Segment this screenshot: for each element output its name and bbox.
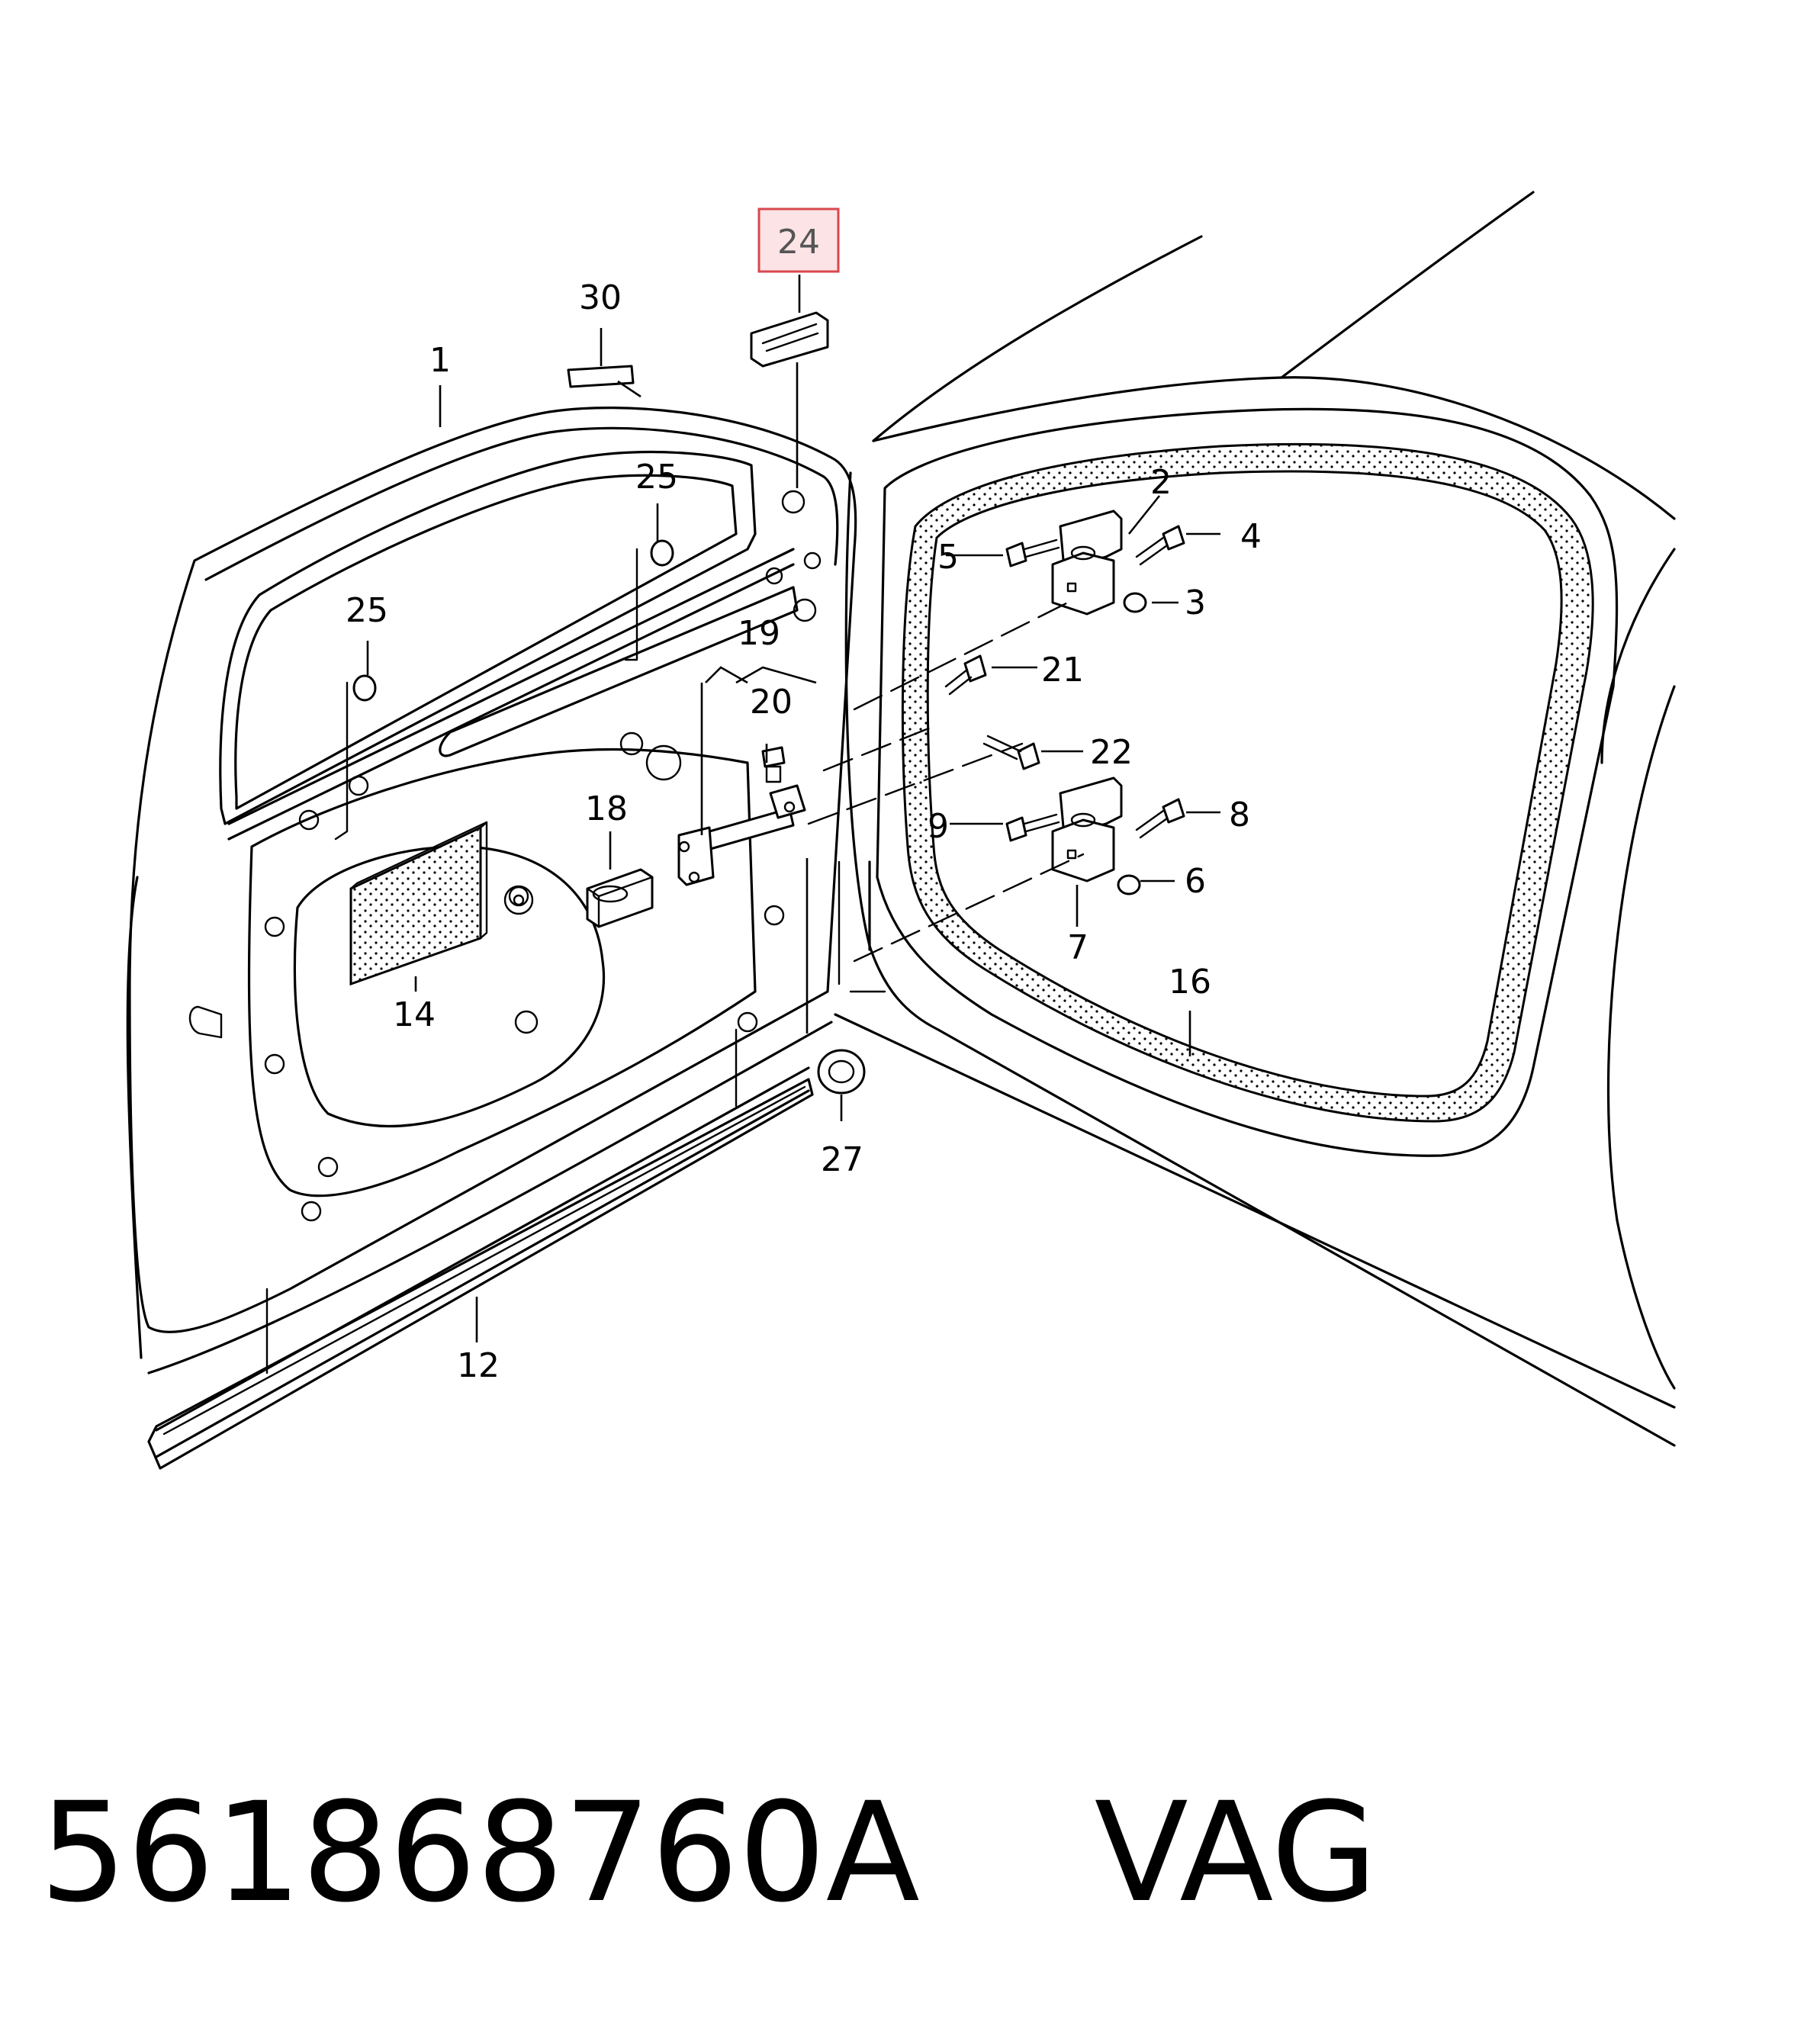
door-shell-1 [126,407,857,1458]
callout-7[interactable]: 7 [1067,928,1088,967]
grommet-27 [817,1049,866,1095]
door-opening-frame [834,407,1676,1447]
callout-1[interactable]: 1 [429,341,451,380]
callout-25-upper[interactable]: 25 [635,458,678,497]
vehicle-body-outline [872,191,1676,1390]
label-30 [567,365,635,388]
hinge-bracket-18 [586,868,654,928]
callout-22[interactable]: 22 [1090,733,1133,772]
brand-name: VAG [1094,1773,1378,1933]
callout-18[interactable]: 18 [585,789,628,828]
bolt-4 [1135,525,1185,566]
door-check-assembly [677,746,806,886]
callout-25-lower[interactable]: 25 [346,591,388,630]
nut-3 [1123,592,1147,613]
callout-9[interactable]: 9 [928,807,949,846]
callout-6[interactable]: 6 [1185,862,1206,901]
callout-24[interactable]: 24 [777,223,820,262]
callout-16[interactable]: 16 [1169,963,1211,1001]
callout-4[interactable]: 4 [1240,517,1262,556]
callout-2[interactable]: 2 [1150,463,1172,502]
nut-6 [1117,874,1141,895]
plug-25-lower [334,674,377,841]
insulation-pad-14 [349,821,488,986]
bolt-5 [1005,539,1060,567]
bolt-22 [982,735,1040,770]
hinge-upper-2 [1051,510,1123,616]
callout-5[interactable]: 5 [937,538,959,577]
sill-trim-12 [147,1078,814,1470]
callout-8[interactable]: 8 [1229,796,1250,834]
callout-labels: 24 30 1 25 25 19 20 18 14 12 27 2 5 4 3 … [346,223,1262,1385]
part-number-footer: 561868760A VAG [40,1777,1378,1930]
clip-24 [750,311,829,368]
highlight-box-24 [757,207,840,273]
callout-21[interactable]: 21 [1041,651,1084,690]
part-number: 561868760A [40,1773,920,1933]
callout-14[interactable]: 14 [393,995,436,1034]
bolt-8 [1135,798,1185,839]
assembly-dashed-lines [807,601,1085,963]
callout-27[interactable]: 27 [821,1140,863,1179]
callout-3[interactable]: 3 [1185,584,1206,622]
hinge-lower-7 [1051,776,1123,883]
callout-20[interactable]: 20 [750,683,793,722]
callout-19[interactable]: 19 [738,614,780,653]
leader-lines [366,275,1220,1342]
callout-30[interactable]: 30 [579,278,622,317]
bolt-9 [1005,813,1060,842]
callout-12[interactable]: 12 [457,1346,500,1385]
door-seal-16 [901,442,1594,1123]
plug-25-upper [624,539,674,661]
bolt-21 [944,654,987,696]
